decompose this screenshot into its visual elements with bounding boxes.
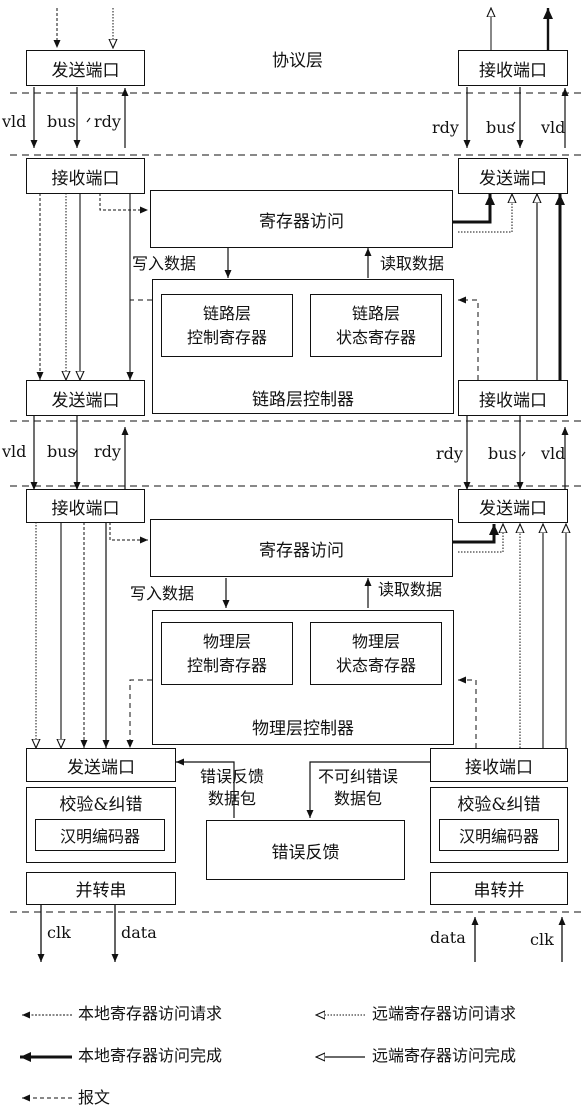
signal-vld-right-middle: vld	[541, 444, 566, 463]
link-status-register: 链路层 状态寄存器	[310, 294, 442, 357]
link-read-data-label: 读取数据	[380, 254, 445, 273]
phy-send-port-bottom: 发送端口	[26, 748, 176, 782]
ecc-left-label: 校验&纠错	[59, 795, 143, 815]
phy-recv-port: 接收端口	[26, 489, 145, 523]
signal-vld-left-middle: vld	[2, 442, 27, 461]
bottom-arrows	[37, 905, 566, 962]
phy-ctrl-reg-line1: 物理层	[202, 632, 251, 652]
signal-bus-left-upper: bus	[47, 112, 76, 131]
signal-clk-left: clk	[47, 923, 71, 942]
link-control-register: 链路层 控制寄存器	[161, 294, 293, 357]
link-send-port: 发送端口	[458, 158, 568, 194]
signal-vld-left-upper: vld	[2, 112, 27, 131]
link-send-port-bottom: 发送端口	[26, 380, 145, 416]
signal-vld-right-upper: vld	[541, 118, 566, 137]
serial-to-parallel: 串转并	[430, 872, 568, 905]
link-recv-port-bottom: 接收端口	[458, 380, 568, 416]
phy-write-data-label: 写入数据	[130, 584, 195, 603]
uncorrectable-packet-line2: 数据包	[334, 788, 383, 808]
signal-bus-left-middle: bus	[47, 442, 76, 461]
protocol-layer-label: 协议层	[272, 51, 323, 71]
signal-rdy-right-upper: rdy	[432, 118, 459, 137]
error-feedback-box: 错误反馈	[206, 820, 405, 880]
phy-status-reg-line1: 物理层	[351, 632, 400, 652]
link-ctrl-reg-line2: 控制寄存器	[186, 327, 267, 347]
ecc-right-label: 校验&纠错	[457, 795, 541, 815]
err-fb-packet-label: 错误反馈 数据包	[200, 766, 264, 809]
phy-status-register: 物理层 状态寄存器	[310, 622, 442, 685]
phy-control-register: 物理层 控制寄存器	[161, 622, 293, 685]
signal-data-right: data	[430, 928, 466, 947]
phy-send-port: 发送端口	[458, 489, 568, 523]
phy-status-reg-line2: 状态寄存器	[335, 655, 416, 675]
legend-local-done: 本地寄存器访问完成	[78, 1046, 223, 1065]
link-status-reg-line1: 链路层	[351, 304, 400, 324]
link-write-data-label: 写入数据	[132, 254, 197, 273]
parallel-to-serial: 并转串	[26, 872, 176, 905]
err-fb-packet-line2: 数据包	[208, 788, 257, 808]
hamming-encoder-right: 汉明编码器	[439, 819, 559, 851]
link-recv-port: 接收端口	[26, 158, 145, 194]
protocol-recv-port: 接收端口	[458, 50, 568, 86]
signal-rdy-left-middle: rdy	[94, 442, 121, 461]
signal-arrows-upper	[30, 87, 569, 148]
hamming-encoder-left: 汉明编码器	[35, 819, 165, 851]
legend-remote-done: 远端寄存器访问完成	[372, 1046, 517, 1065]
link-register-access: 寄存器访问	[150, 190, 453, 248]
ecc-right: 校验&纠错 汉明编码器	[430, 787, 568, 863]
phy-ctrl-reg-line2: 控制寄存器	[186, 655, 267, 675]
phy-recv-port-bottom: 接收端口	[430, 748, 568, 782]
err-fb-packet-line1: 错误反馈	[200, 767, 265, 786]
protocol-send-port: 发送端口	[26, 50, 145, 86]
signal-clk-right: clk	[530, 930, 554, 949]
signal-bus-right-upper: bus	[486, 118, 515, 137]
signal-rdy-left-upper: rdy	[94, 112, 121, 131]
uncorrectable-packet-label: 不可纠错误 数据包	[318, 766, 398, 809]
legend-packet: 报文	[78, 1088, 111, 1107]
phy-register-access: 寄存器访问	[150, 519, 453, 577]
link-layer-connections	[36, 193, 565, 380]
ecc-left: 校验&纠错 汉明编码器	[26, 787, 176, 863]
uncorrectable-packet-line1: 不可纠错误	[318, 767, 399, 786]
phy-controller-label: 物理层控制器	[252, 719, 354, 739]
signal-rdy-right-middle: rdy	[436, 444, 463, 463]
signal-bus-right-middle: bus	[488, 444, 517, 463]
signal-data-left: data	[121, 923, 157, 942]
link-ctrl-reg-line1: 链路层	[202, 304, 251, 324]
link-status-reg-line2: 状态寄存器	[335, 327, 416, 347]
protocol-arrows	[53, 8, 553, 52]
link-controller-label: 链路层控制器	[252, 390, 354, 410]
phy-layer-connections	[36, 522, 566, 818]
signal-arrows-middle	[30, 414, 569, 490]
legend-local-req: 本地寄存器访问请求	[78, 1004, 223, 1023]
legend-lines	[20, 1015, 365, 1102]
phy-read-data-label: 读取数据	[378, 580, 443, 599]
legend-remote-req: 远端寄存器访问请求	[372, 1004, 517, 1023]
